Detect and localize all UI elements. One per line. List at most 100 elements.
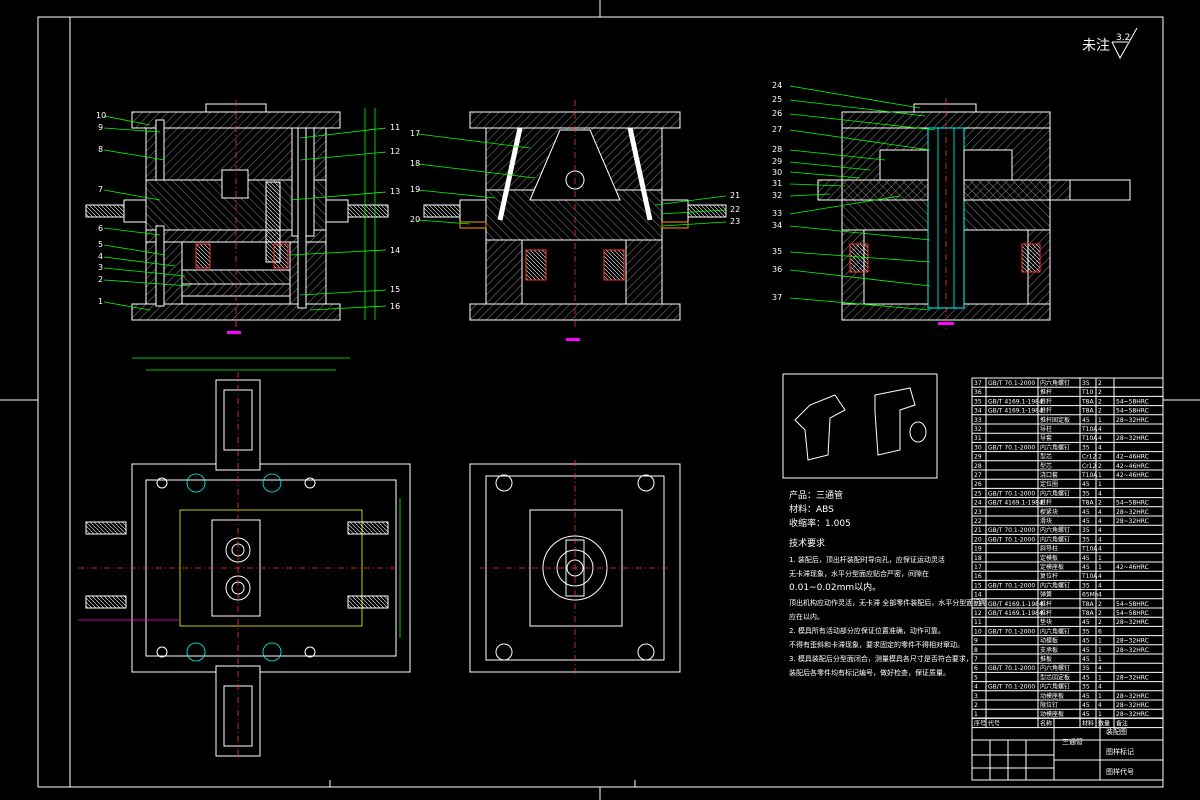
callout-32: 32 [772, 191, 782, 200]
bom-cell-name: 内六角螺钉 [1040, 379, 1070, 387]
bom-cell-note: 28~32HRC [1116, 518, 1149, 525]
callout-17: 17 [410, 129, 420, 138]
bom-cell-mat: 35 [1082, 665, 1090, 672]
bom-cell-name: 定位圈 [1040, 480, 1058, 488]
bom-cell-note: 54~58HRC [1116, 398, 1149, 405]
bom-cell-name: 型芯固定板 [1040, 673, 1070, 681]
bom-cell-name: 动模座板 [1040, 710, 1064, 718]
callout-13: 13 [390, 187, 400, 196]
bom-cell-qty: 1 [1098, 711, 1102, 718]
bom-cell-note: 28~32HRC [1116, 693, 1149, 700]
bom-cell-name: 支承板 [1040, 646, 1058, 654]
bom-cell-no: 8 [974, 647, 978, 654]
bom-cell-mat: 45 [1082, 638, 1090, 645]
callout-16: 16 [390, 302, 400, 311]
bom-cell-mat: 45 [1082, 509, 1090, 516]
bom-cell-note: 28~32HRC [1116, 435, 1149, 442]
bom-cell-code: GB/T 4169.1-1984 [988, 610, 1043, 617]
bom-cell-qty: 2 [1098, 398, 1102, 405]
bom-cell-qty: 1 [1098, 647, 1102, 654]
bom-cell-name: 推杆固定板 [1040, 416, 1070, 424]
bom-header-name: 名称 [1040, 719, 1052, 727]
bom-cell-no: 22 [974, 518, 982, 525]
bom-header-code: 代号 [988, 719, 1000, 727]
bom-cell-mat: T8A [1081, 398, 1094, 405]
bom-cell-mat: T10A [1081, 435, 1098, 442]
bom-cell-mat: 35 [1082, 582, 1090, 589]
bom-cell-no: 18 [974, 555, 982, 562]
bom-cell-qty: 1 [1098, 638, 1102, 645]
bom-cell-mat: 35 [1082, 536, 1090, 543]
bom-cell-mat: 45 [1082, 711, 1090, 718]
bom-cell-mat: 45 [1082, 417, 1090, 424]
bom-cell-qty: 2 [1098, 408, 1102, 415]
bom-cell-code: GB/T 70.1-2000 [988, 444, 1035, 451]
bom-cell-mat: T10A [1081, 426, 1098, 433]
callout-37: 37 [772, 293, 782, 302]
bom-cell-mat: 35 [1082, 380, 1090, 387]
bom-cell-mat: 45 [1082, 518, 1090, 525]
callout-2: 2 [98, 275, 103, 284]
bom-cell-name: 限位钉 [1040, 701, 1058, 709]
requirement-line: 3. 模具装配后分型面闭合，测量模具各尺寸是否符合要求， [789, 654, 973, 663]
bom-cell-note: 42~46HRC [1116, 454, 1149, 461]
requirement-line: 0.01~0.02mm以内。 [789, 581, 881, 593]
bom-header-note: 备注 [1116, 719, 1128, 727]
callout-29: 29 [772, 157, 782, 166]
bom-cell-qty: 4 [1098, 435, 1102, 442]
bom-cell-name: 动模座板 [1040, 692, 1064, 700]
requirement-line: 2. 模具所有活动部分应保证位置准确，动作可靠。 [789, 626, 945, 635]
bom-cell-qty: 1 [1098, 555, 1102, 562]
plan-view-fixed-half [469, 460, 681, 676]
bom-cell-mat: 35 [1082, 628, 1090, 635]
bom-cell-qty: 2 [1098, 454, 1102, 461]
callout-25: 25 [772, 95, 782, 104]
bom-cell-code: GB/T 70.1-2000 [988, 628, 1035, 635]
bom-cell-note: 42~46HRC [1116, 472, 1149, 479]
bom-cell-no: 20 [974, 536, 982, 543]
roughness-symbol: 未注 3.2 [1082, 27, 1138, 60]
callout-7: 7 [98, 185, 103, 194]
product-name: 产品：三通管 [789, 489, 843, 501]
bom-cell-qty: 4 [1098, 444, 1102, 451]
bom-cell-note: 54~58HRC [1116, 500, 1149, 507]
bom-cell-qty: 2 [1098, 601, 1102, 608]
bom-cell-no: 1 [974, 711, 978, 718]
plan-view-moving-half [78, 357, 411, 760]
bom-cell-mat: 35 [1082, 490, 1090, 497]
bom-cell-name: 内六角螺钉 [1040, 526, 1070, 534]
bom-cell-name: 动模板 [1040, 637, 1058, 645]
bom-cell-no: 31 [974, 435, 982, 442]
bom-cell-name: 推杆 [1040, 407, 1052, 415]
bom-cell-code: GB/T 4169.1-1984 [988, 398, 1043, 405]
bom-cell-qty: 1 [1098, 693, 1102, 700]
bom-cell-no: 32 [974, 426, 982, 433]
bom-cell-mat: T8A [1081, 610, 1094, 617]
bom-cell-mat: T10A [1081, 472, 1098, 479]
bom-cell-no: 6 [974, 665, 978, 672]
callout-30: 30 [772, 168, 782, 177]
bom-cell-name: 垫块 [1040, 618, 1052, 626]
callout-11: 11 [390, 123, 400, 132]
bom-cell-name: 楔紧块 [1040, 508, 1058, 516]
bom-cell-code: GB/T 70.1-2000 [988, 490, 1035, 497]
callout-35: 35 [772, 247, 782, 256]
callout-27: 27 [772, 125, 782, 134]
requirement-line: 1. 装配后，顶出杆装配时导向孔，应保证运动灵活 [789, 555, 945, 564]
bom-cell-note: 28~32HRC [1116, 638, 1149, 645]
bom-cell-no: 29 [974, 454, 982, 461]
title-block: 三通管 装配图 图样标记 图样代号 [971, 717, 1164, 781]
callout-26: 26 [772, 109, 782, 118]
bom-cell-name: 定模座板 [1040, 563, 1064, 571]
bom-cell-no: 15 [974, 582, 982, 589]
bom-cell-mat: 45 [1082, 619, 1090, 626]
bom-cell-name: 定模板 [1040, 554, 1058, 562]
right-view-callouts: 24 25 26 27 28 29 30 31 32 33 34 35 36 3… [772, 81, 936, 311]
bom-cell-name: 推杆 [1040, 600, 1052, 608]
bom-cell-no: 33 [974, 417, 982, 424]
bom-cell-name: 内六角螺钉 [1040, 443, 1070, 451]
bom-cell-name: 内六角螺钉 [1040, 489, 1070, 497]
callout-20: 20 [410, 215, 420, 224]
product-shrinkage: 收缩率：1.005 [789, 517, 851, 529]
callout-5: 5 [98, 240, 103, 249]
